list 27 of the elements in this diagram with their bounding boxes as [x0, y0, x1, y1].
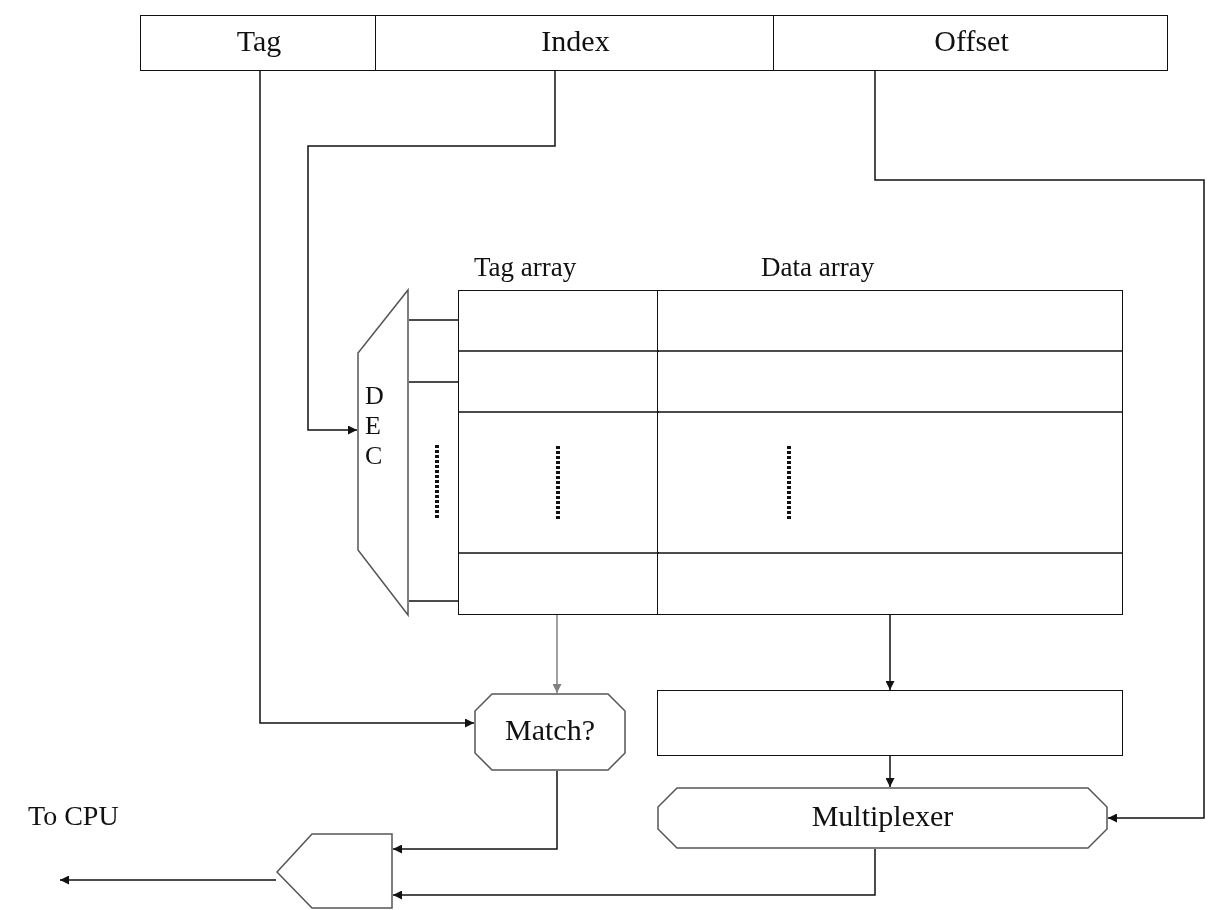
arrow — [874, 70, 1205, 823]
decoder-label: D E C — [365, 381, 385, 471]
label-text: Tag — [235, 24, 283, 59]
arrow — [885, 755, 895, 788]
decoder-trapezoid — [357, 289, 409, 616]
arrow — [59, 875, 277, 885]
buffer-box — [657, 690, 1123, 756]
label-text: Match? — [504, 713, 596, 748]
output-label: To CPU — [28, 800, 119, 832]
arrow — [885, 614, 895, 691]
arrow — [307, 70, 556, 435]
arrow — [392, 848, 876, 900]
output-gate — [276, 833, 393, 909]
match-octagon — [474, 693, 626, 771]
index-field — [375, 15, 774, 71]
column-heading: Data array — [761, 252, 875, 283]
label-text: Offset — [933, 24, 1010, 59]
multiplexer-shape — [657, 787, 1108, 849]
column-heading: Tag array — [474, 252, 577, 283]
tag-field — [140, 15, 376, 71]
offset-field — [773, 15, 1168, 71]
arrow — [259, 70, 475, 728]
label-text: Multiplexer — [810, 799, 955, 834]
connector-line — [408, 319, 459, 602]
label-text: Index — [540, 24, 611, 59]
arrow — [552, 614, 562, 694]
arrow — [392, 770, 558, 854]
